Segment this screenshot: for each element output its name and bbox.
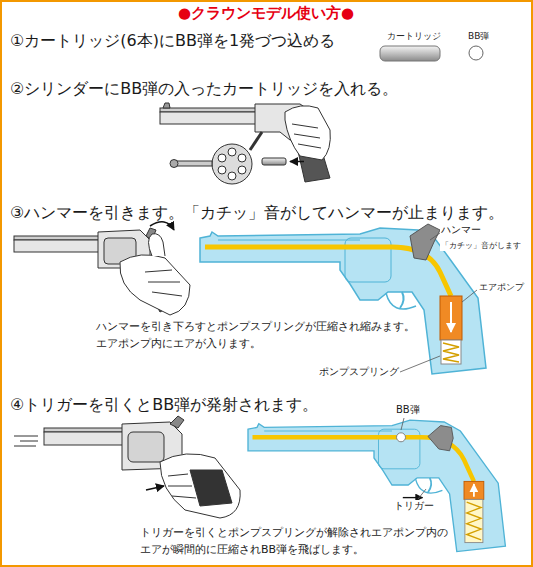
firing-figure <box>14 416 240 518</box>
step-heading: ②シリンダーにBB弾の入ったカートリッジを入れる。 <box>10 80 398 98</box>
leader-lines <box>401 418 426 499</box>
part-label: カートリッジ <box>386 31 442 41</box>
part-label: 「カチッ」音がします <box>440 241 522 251</box>
part-label: ハンマー <box>440 224 482 236</box>
title: ●クラウンモデル使い方● <box>178 5 354 22</box>
note-text: トリガーを引くとポンプスプリングが解除されエアポンプ内の エアが瞬間的に圧縮され… <box>140 524 460 558</box>
part-label: BB弾 <box>395 404 421 416</box>
part-label: ポンプスプリング <box>318 366 400 378</box>
note-text: ハンマーを引き下ろすとポンプスプリングが圧縮され縮みます。 エアポンプ内にエアが… <box>96 318 426 352</box>
step-heading: ①カートリッジ(6本)にBB弾を1発づつ込める <box>10 32 335 50</box>
step-heading: ③ハンマーを引きます。「カチッ」音がしてハンマーが止まります。 <box>10 204 504 222</box>
part-label: BB弾 <box>467 31 490 41</box>
step-heading: ④トリガーを引くとBB弾が発射されます。 <box>10 396 318 414</box>
part-label: トリガー <box>393 500 435 512</box>
part-label: エアポンプ <box>478 282 525 293</box>
revolver-loading <box>160 103 330 184</box>
cartridge-figure <box>380 46 483 61</box>
cocking-figure <box>14 222 190 315</box>
